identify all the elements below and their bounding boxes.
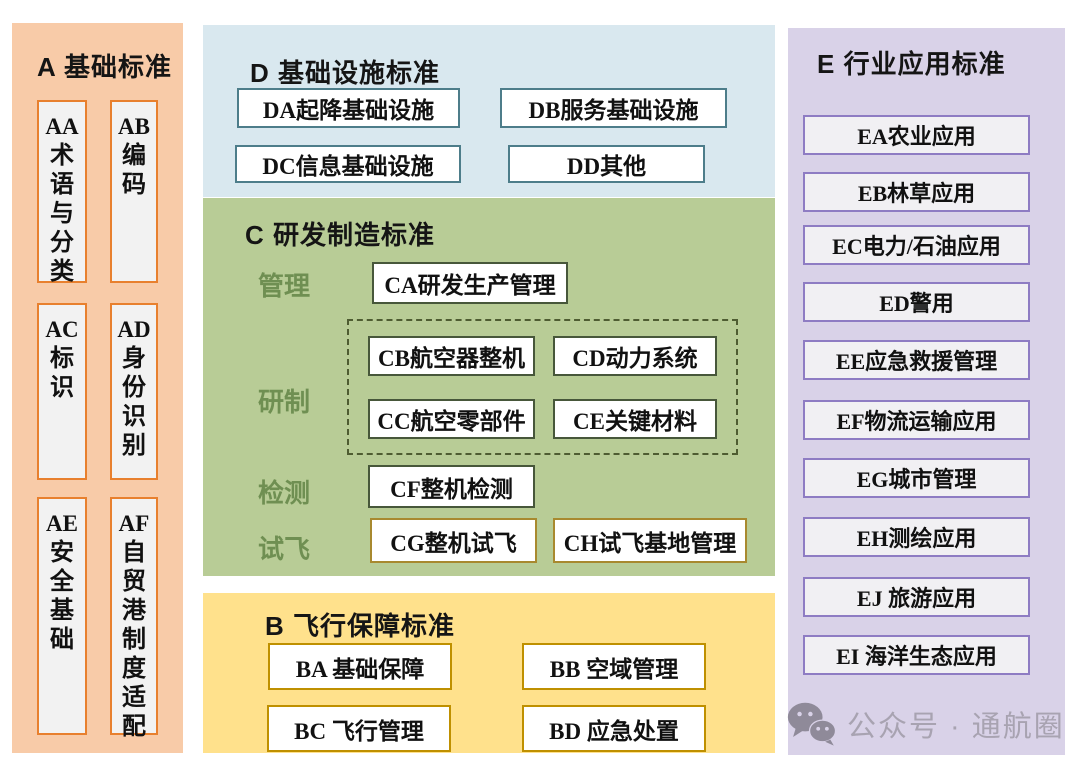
box-ec-power-petroleum-application: EC电力/石油应用 <box>803 225 1030 265</box>
box-aa-terms-classification: AA 术语与分类 <box>37 100 87 285</box>
box-cb-aircraft-complete: CB航空器整机 <box>368 336 535 376</box>
panel-d-title: D 基础设施标准 <box>250 58 441 88</box>
panel-d-infrastructure-standards: D 基础设施标准 DA起降基础设施 DB服务基础设施 DC信息基础设施 DD其他 <box>203 25 775 197</box>
box-cc-aviation-parts: CC航空零部件 <box>368 399 535 439</box>
box-ca-rd-production-management: CA研发生产管理 <box>372 262 568 304</box>
box-af-code: AF <box>118 511 150 536</box>
box-ae-label: 安全基础 <box>50 540 74 653</box>
box-ad-code: AD <box>117 317 151 342</box>
box-bc-flight-management: BC 飞行管理 <box>267 705 451 752</box>
development-dashed-group <box>347 319 738 455</box>
box-ac-code: AC <box>45 317 79 342</box>
box-ad-identity-recognition: AD 身份识别 <box>110 303 158 480</box>
box-bd-emergency-response: BD 应急处置 <box>522 705 706 752</box>
panel-a-basic-standards: A 基础标准 AA 术语与分类 AB 编码 AC 标识 AD 身份识别 AE 安… <box>12 23 183 753</box>
box-eg-city-management: EG城市管理 <box>803 458 1030 498</box>
box-aa-label: 术语与分类 <box>50 143 74 285</box>
panel-c-title: C 研发制造标准 <box>245 220 436 250</box>
panel-b-flight-support-standards: B 飞行保障标准 BA 基础保障 BB 空域管理 BC 飞行管理 BD 应急处置 <box>203 593 775 753</box>
box-ea-agriculture-application: EA农业应用 <box>803 115 1030 155</box>
box-eh-surveying-mapping-application: EH测绘应用 <box>803 517 1030 557</box>
box-db-service-infrastructure: DB服务基础设施 <box>500 88 727 128</box>
box-ab-code: AB <box>118 114 150 139</box>
row-label-testing: 检测 <box>258 478 311 508</box>
box-ab-coding: AB 编码 <box>110 100 158 283</box>
box-ae-safety-basis: AE 安全基础 <box>37 497 87 735</box>
panel-e-industry-application-standards: E 行业应用标准 EA农业应用 EB林草应用 EC电力/石油应用 ED警用 EE… <box>787 28 1065 755</box>
box-dd-other: DD其他 <box>508 145 705 183</box>
box-cf-complete-aircraft-testing: CF整机检测 <box>368 465 535 508</box>
box-ab-label: 编码 <box>122 143 146 198</box>
watermark: 公众号 · 通航圈 <box>787 696 1065 752</box>
panel-a-title: A 基础标准 <box>37 52 173 82</box>
box-ej-tourism-application: EJ 旅游应用 <box>803 577 1030 617</box>
box-ed-police-use: ED警用 <box>803 282 1030 322</box>
box-aa-code: AA <box>45 114 79 139</box>
wechat-icon <box>787 702 837 746</box>
box-ce-key-materials: CE关键材料 <box>553 399 717 439</box>
row-label-development: 研制 <box>258 387 311 417</box>
box-ba-basic-support: BA 基础保障 <box>268 643 452 690</box>
box-da-takeoff-landing-infrastructure: DA起降基础设施 <box>237 88 460 128</box>
box-bb-airspace-management: BB 空域管理 <box>522 643 706 690</box>
panel-c-rd-manufacturing-standards: C 研发制造标准 管理 研制 检测 试飞 CA研发生产管理 CB航空器整机 CD… <box>203 198 775 576</box>
box-ch-flight-test-base-management: CH试飞基地管理 <box>553 518 747 563</box>
watermark-text: 公众号 · 通航圈 <box>847 711 1065 743</box>
row-label-management: 管理 <box>258 271 311 301</box>
box-ac-identification: AC 标识 <box>37 303 87 480</box>
box-ac-label: 标识 <box>50 346 74 401</box>
box-eb-forestry-grass-application: EB林草应用 <box>803 172 1030 212</box>
panel-e-title: E 行业应用标准 <box>817 49 1006 79</box>
box-af-label: 自贸港制度适配 <box>122 540 146 740</box>
box-af-free-trade-port-adaptation: AF 自贸港制度适配 <box>110 497 158 740</box>
panel-b-title: B 飞行保障标准 <box>265 611 456 641</box>
box-ad-label: 身份识别 <box>122 346 146 459</box>
box-ee-emergency-rescue-management: EE应急救援管理 <box>803 340 1030 380</box>
box-cd-power-system: CD动力系统 <box>553 336 717 376</box>
box-cg-complete-aircraft-flight-test: CG整机试飞 <box>370 518 537 563</box>
box-ae-code: AE <box>46 511 78 536</box>
row-label-flight-test: 试飞 <box>258 534 311 564</box>
box-dc-information-infrastructure: DC信息基础设施 <box>235 145 461 183</box>
box-ef-logistics-transport-application: EF物流运输应用 <box>803 400 1030 440</box>
box-ei-marine-ecology-application: EI 海洋生态应用 <box>803 635 1030 675</box>
